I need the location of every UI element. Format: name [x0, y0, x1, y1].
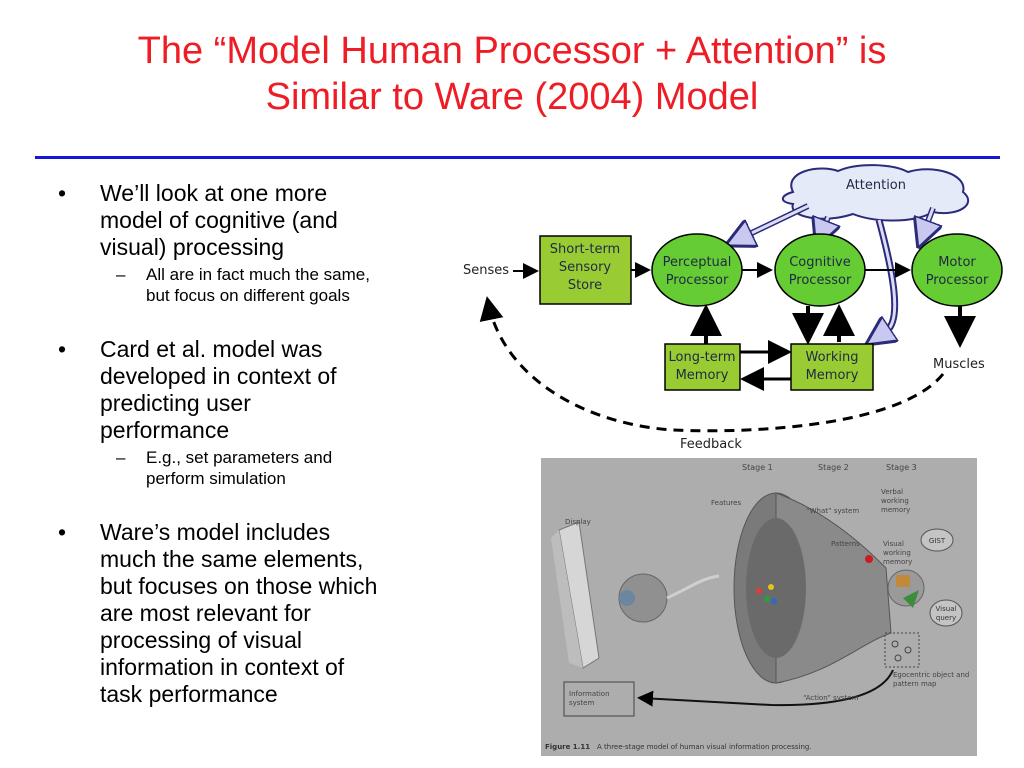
what-system-label: “What” system [806, 507, 859, 515]
bullet-3-line: Ware’s model includes [100, 519, 331, 545]
stage-label: Stage 3 [886, 463, 917, 472]
figure-number: Figure 1.11 [545, 743, 590, 751]
gist-bubble [920, 528, 954, 552]
sub-bullet-2: – E.g., set parameters and perform simul… [58, 447, 458, 489]
sensory-store-line: Sensory [559, 260, 612, 275]
sub-bullet-2-line: E.g., set parameters and [146, 448, 333, 467]
display-label: Display [565, 518, 591, 526]
bullet-marker: • [58, 180, 67, 206]
slide-title-line-1: The “Model Human Processor + Attention” … [137, 30, 887, 72]
sub-bullet-2-line: perform simulation [146, 469, 286, 488]
features-label: Features [711, 499, 741, 507]
stage-label: Stage 1 [742, 463, 773, 472]
visual-query-label: query [936, 614, 956, 622]
bullet-3: • Ware’s model includes much the same el… [58, 519, 458, 708]
sub-bullet-1-line: but focus on different goals [146, 286, 350, 305]
gist-label: GIST [929, 537, 946, 545]
sub-bullet-1-line: All are in fact much the same, [146, 265, 370, 284]
long-term-label: Memory [676, 368, 729, 383]
working-label: Working [805, 350, 858, 365]
bullet-1: • We’ll look at one more model of cognit… [58, 180, 458, 261]
sub-bullet-1: – All are in fact much the same, but foc… [58, 264, 458, 306]
bullet-2-line: predicting user [100, 390, 251, 416]
visual-wm-label: working [883, 549, 911, 557]
verbal-wm-label: memory [881, 506, 910, 514]
bullet-3-line: much the same elements, [100, 546, 364, 572]
info-system-label: Information [569, 690, 610, 698]
verbal-wm-label: working [881, 497, 909, 505]
cognitive-label: Cognitive [789, 255, 851, 270]
information-system-box [563, 681, 635, 717]
motor-label: Motor [938, 255, 976, 270]
bullet-2-line: Card et al. model was [100, 336, 323, 362]
egocentric-map [884, 632, 920, 668]
bullet-3-line: but focuses on those which [100, 573, 378, 599]
perceptual-label: Perceptual [663, 255, 732, 270]
bullet-list: • We’ll look at one more model of cognit… [58, 180, 458, 708]
info-system-label: system [569, 699, 594, 707]
bullet-marker: • [58, 519, 67, 545]
long-term-memory-box [664, 343, 741, 391]
long-term-label: Long-term [668, 350, 735, 365]
motor-processor-node [911, 233, 1003, 307]
action-system-label: “Action” system [803, 694, 859, 702]
perceptual-processor-node [651, 233, 743, 307]
patterns-label: Patterns [831, 540, 860, 548]
bullet-3-line: processing of visual [100, 627, 302, 653]
muscles-label: Muscles [933, 357, 985, 372]
bullet-2-line: performance [100, 417, 230, 443]
feedback-label: Feedback [680, 437, 742, 452]
model-human-processor-diagram: Attention Senses Short-term Sensory Stor… [463, 162, 1006, 454]
figure-caption: A three-stage model of human visual info… [597, 743, 812, 751]
visual-wm-label: memory [883, 558, 912, 566]
bullet-1-line: visual) processing [100, 234, 285, 260]
sub-bullet-marker: – [116, 265, 126, 284]
attention-label: Attention [846, 178, 906, 193]
visual-query-label: Visual [936, 605, 957, 613]
bullet-3-line: information in context of [100, 654, 345, 680]
bullet-marker: • [58, 336, 67, 362]
ware-three-stage-figure: Stage 1 Stage 2 Stage 3 Display Features… [541, 458, 977, 756]
verbal-wm-label: Verbal [881, 488, 903, 496]
slide-title: The “Model Human Processor + Attention” … [30, 28, 994, 120]
title-divider [35, 156, 1000, 159]
bullet-3-line: are most relevant for [100, 600, 311, 626]
bullet-3-line: task performance [100, 681, 278, 707]
egocentric-label: pattern map [893, 680, 937, 688]
visual-query-bubble [929, 599, 963, 627]
working-label: Memory [806, 368, 859, 383]
perceptual-label: Processor [666, 273, 729, 288]
sub-bullet-marker: – [116, 448, 126, 467]
senses-label: Senses [463, 263, 509, 278]
sensory-store-line: Store [568, 278, 602, 293]
cognitive-processor-node [774, 233, 866, 307]
working-memory-box [790, 343, 874, 391]
feedback-loop [479, 296, 945, 433]
slide-title-line-2: Similar to Ware (2004) Model [265, 76, 759, 118]
action-loop [637, 669, 894, 707]
sensory-store-line: Short-term [550, 242, 620, 257]
motor-label: Processor [926, 273, 989, 288]
cognitive-label: Processor [789, 273, 852, 288]
bullet-1-line: We’ll look at one more [100, 180, 328, 206]
visual-wm-label: Visual [883, 540, 904, 548]
sensory-store-box [539, 235, 632, 305]
egocentric-label: Egocentric object and [893, 671, 969, 679]
bullet-1-line: model of cognitive (and [100, 207, 338, 233]
bullet-2-line: developed in context of [100, 363, 337, 389]
stage-label: Stage 2 [818, 463, 849, 472]
bullet-2: • Card et al. model was developed in con… [58, 336, 458, 444]
